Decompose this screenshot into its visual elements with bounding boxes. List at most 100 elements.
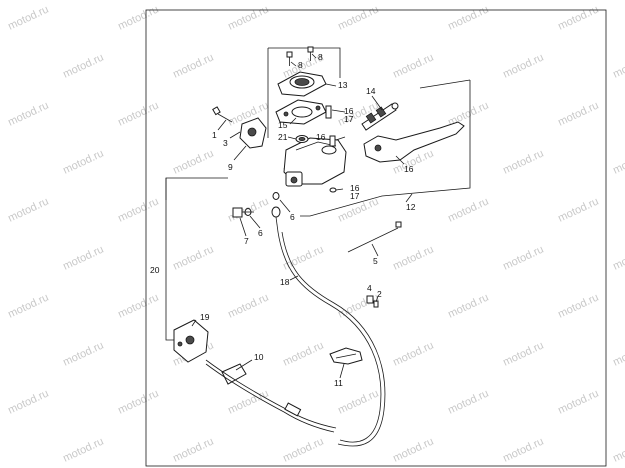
clutch-cable <box>205 359 337 433</box>
watermark-text: motod.ru <box>6 3 50 32</box>
callout-15: 15 <box>278 120 288 130</box>
watermark-text: motod.ru <box>116 99 160 128</box>
watermark-text: motod.ru <box>446 3 490 32</box>
callout-10: 10 <box>254 352 264 362</box>
bleeder-cap-4 <box>366 295 374 304</box>
watermark-text: motod.ru <box>61 339 105 368</box>
callout-13: 13 <box>338 80 348 90</box>
pivot-nut <box>329 187 337 193</box>
callout-16-mid: 16 <box>316 132 326 142</box>
callout-5: 5 <box>373 256 378 266</box>
watermark-text: motod.ru <box>61 147 105 176</box>
watermark-layer: motod.ru motod.ru motod.ru motod.ru motod.ru… <box>6 3 625 464</box>
watermark-text: motod.ru <box>556 3 600 32</box>
banjo-fitting <box>271 206 281 233</box>
callout-6-lower: 6 <box>258 228 263 238</box>
watermark-text: motod.ru <box>501 339 545 368</box>
callout-4: 4 <box>367 283 372 293</box>
watermark-text: motod.ru <box>61 435 105 464</box>
watermark-text: motod.ru <box>501 243 545 272</box>
callout-1: 1 <box>212 130 217 140</box>
watermark-text: motod.ru <box>171 243 215 272</box>
watermark-text: motod.ru <box>501 147 545 176</box>
watermark-text: motod.ru <box>61 243 105 272</box>
screw-8-left <box>286 51 293 66</box>
banjo-washer-upper <box>272 192 280 200</box>
callout-7: 7 <box>244 236 249 246</box>
watermark-text: motod.ru <box>446 195 490 224</box>
callout-labels: 1 2 3 4 5 6 6 7 8 8 9 10 11 12 13 14 15 … <box>150 52 416 388</box>
callout-16-lower: 16 <box>350 183 360 193</box>
watermark-text: motod.ru <box>611 243 625 272</box>
watermark-text: motod.ru <box>611 147 625 176</box>
callout-12: 12 <box>406 202 416 212</box>
clutch-lever <box>363 121 465 163</box>
banjo-bolt-7 <box>232 207 254 218</box>
callout-19: 19 <box>200 312 210 322</box>
reservoir-cover <box>277 71 327 97</box>
seal-21 <box>295 135 309 143</box>
watermark-text: motod.ru <box>556 99 600 128</box>
watermark-text: motod.ru <box>226 291 270 320</box>
callout-6-upper: 6 <box>290 212 295 222</box>
callout-20: 20 <box>150 265 160 275</box>
pivot-pin-lower <box>329 135 336 147</box>
watermark-text: motod.ru <box>446 387 490 416</box>
watermark-text: motod.ru <box>391 243 435 272</box>
callout-8-right: 8 <box>318 52 323 62</box>
watermark-text: motod.ru <box>226 3 270 32</box>
watermark-text: motod.ru <box>116 3 160 32</box>
watermark-text: motod.ru <box>116 387 160 416</box>
callout-17-lower: 17 <box>350 191 360 201</box>
watermark-text: motod.ru <box>171 51 215 80</box>
watermark-text: motod.ru <box>6 195 50 224</box>
watermark-text: motod.ru <box>611 435 625 464</box>
watermark-text: motod.ru <box>281 339 325 368</box>
reservoir-bracket <box>267 47 341 138</box>
watermark-text: motod.ru <box>171 147 215 176</box>
screw-8-right <box>307 46 314 61</box>
callout-21: 21 <box>278 132 288 142</box>
hose-clamp <box>329 347 363 365</box>
pivot-pin-upper <box>325 105 332 119</box>
watermark-text: motod.ru <box>116 195 160 224</box>
watermark-text: motod.ru <box>556 387 600 416</box>
cable-tie <box>347 221 402 253</box>
lever-bracket <box>300 79 471 217</box>
watermark-text: motod.ru <box>611 339 625 368</box>
watermark-text: motod.ru <box>556 291 600 320</box>
diaphragm-plate <box>275 99 327 125</box>
callout-2: 2 <box>377 289 382 299</box>
watermark-text: motod.ru <box>501 51 545 80</box>
callout-3: 3 <box>223 138 228 148</box>
watermark-text: motod.ru <box>501 435 545 464</box>
watermark-text: motod.ru <box>6 387 50 416</box>
watermark-text: motod.ru <box>116 291 160 320</box>
bolt-1 <box>212 106 233 123</box>
watermark-text: motod.ru <box>556 195 600 224</box>
callout-9: 9 <box>228 162 233 172</box>
watermark-text: motod.ru <box>446 291 490 320</box>
master-cylinder-body <box>283 137 347 187</box>
watermark-text: motod.ru <box>391 51 435 80</box>
callout-16-lever: 16 <box>404 164 414 174</box>
watermark-text: motod.ru <box>171 435 215 464</box>
callout-11: 11 <box>334 378 343 388</box>
diagram-frame <box>145 9 607 467</box>
watermark-text: motod.ru <box>281 435 325 464</box>
callout-8-left: 8 <box>298 60 303 70</box>
watermark-text: motod.ru <box>611 51 625 80</box>
handlebar-clamp <box>239 117 267 149</box>
watermark-text: motod.ru <box>391 435 435 464</box>
callout-18: 18 <box>280 277 290 287</box>
watermark-text: motod.ru <box>391 339 435 368</box>
callout-14: 14 <box>366 86 376 96</box>
watermark-text: motod.ru <box>6 99 50 128</box>
watermark-text: motod.ru <box>61 51 105 80</box>
slave-cylinder <box>173 319 209 363</box>
piston-assembly <box>361 102 399 131</box>
callout-17-upper: 17 <box>344 114 354 124</box>
watermark-text: motod.ru <box>281 243 325 272</box>
callout-16-upper: 16 <box>344 106 354 116</box>
